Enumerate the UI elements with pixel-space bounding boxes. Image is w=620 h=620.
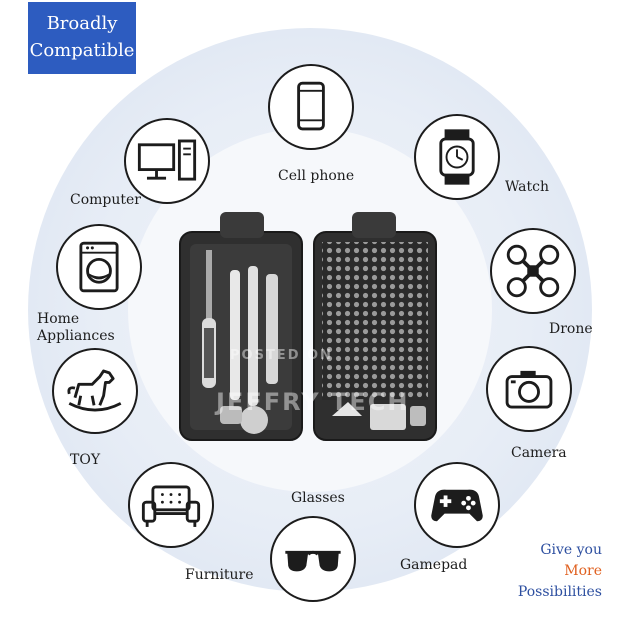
toy-label: TOY (70, 452, 101, 468)
camera-icon (486, 346, 572, 432)
gamepad-icon (414, 462, 500, 548)
sofa-icon (128, 462, 214, 548)
cell-phone-label: Cell phone (278, 168, 355, 184)
badge-line-2: Compatible (29, 40, 135, 61)
computer-label: Computer (70, 192, 141, 208)
screwdriver-kit-image: POSTED ON JEFFRY TECH (172, 210, 444, 442)
watermark-line-1: POSTED ON (230, 348, 333, 363)
slogan-line-1: Give you (540, 542, 602, 558)
drone-icon (490, 228, 576, 314)
glasses-label: Glasses (291, 490, 345, 506)
washing-machine-icon (56, 224, 142, 310)
watch-icon (414, 114, 500, 200)
home-appliances-label: Home Appliances (37, 311, 115, 345)
camera-label: Camera (511, 445, 567, 461)
computer-icon (124, 118, 210, 204)
watermark-line-2: JEFFRY TECH (216, 388, 410, 416)
badge-line-1: Broadly (46, 13, 118, 34)
compatible-badge: Broadly Compatible (28, 2, 136, 74)
furniture-label: Furniture (185, 567, 254, 583)
slogan-line-3: Possibilities (517, 584, 602, 600)
drone-label: Drone (549, 321, 593, 337)
home-appliances-line-2: Appliances (37, 328, 115, 344)
gamepad-label: Gamepad (400, 557, 468, 573)
slogan: Give you More Possibilities (518, 540, 602, 603)
sunglasses-icon (270, 516, 356, 602)
cell-phone-icon (268, 64, 354, 150)
slogan-line-2: More (564, 563, 602, 579)
home-appliances-line-1: Home (37, 311, 80, 327)
watch-label: Watch (505, 179, 550, 195)
rocking-horse-icon (52, 348, 138, 434)
